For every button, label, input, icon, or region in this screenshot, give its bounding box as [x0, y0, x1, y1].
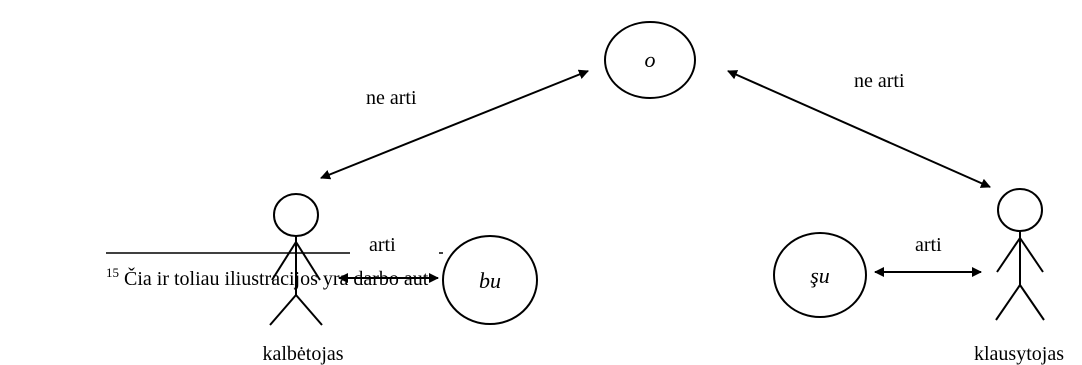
- speaker-head: [273, 193, 319, 237]
- speaker-arm-right: [295, 241, 321, 281]
- node-o: o: [604, 21, 696, 99]
- node-su: şu: [773, 232, 867, 318]
- node-bu-label: bu: [479, 268, 501, 293]
- speaker-figure: [269, 193, 323, 326]
- listener-leg-right: [1019, 284, 1045, 321]
- node-o-circle: [604, 21, 696, 99]
- listener-arm-left: [996, 237, 1021, 273]
- speaker-leg-right: [295, 294, 323, 326]
- listener-arm-right: [1019, 237, 1044, 273]
- listener-head: [997, 188, 1043, 232]
- label-far-right: ne arti: [854, 70, 905, 92]
- listener-figure: [995, 188, 1045, 321]
- arrow-speaker-to-o: [320, 69, 589, 180]
- label-far-left: ne arti: [366, 87, 417, 109]
- node-su-label: şu: [810, 263, 830, 288]
- label-near-left: arti: [369, 234, 396, 256]
- speaker-leg-left: [269, 294, 297, 326]
- label-near-right: arti: [915, 234, 942, 256]
- node-o-label: o: [645, 47, 656, 72]
- node-bu: bu: [442, 235, 538, 325]
- footnote-number: 15: [106, 265, 119, 280]
- node-bu-circle: [442, 235, 538, 325]
- caption-listener: klausytojas: [974, 343, 1064, 365]
- arrow-o-to-listener: [727, 70, 991, 188]
- footnote-text: 15 Čia ir toliau iliustracijos yra darbo…: [106, 265, 429, 290]
- node-su-circle: [773, 232, 867, 318]
- listener-leg-left: [995, 284, 1021, 321]
- speaker-arm-left: [271, 241, 297, 281]
- caption-speaker: kalbėtojas: [262, 343, 343, 365]
- footnote-body: Čia ir toliau iliustracijos yra darbo au…: [119, 266, 429, 290]
